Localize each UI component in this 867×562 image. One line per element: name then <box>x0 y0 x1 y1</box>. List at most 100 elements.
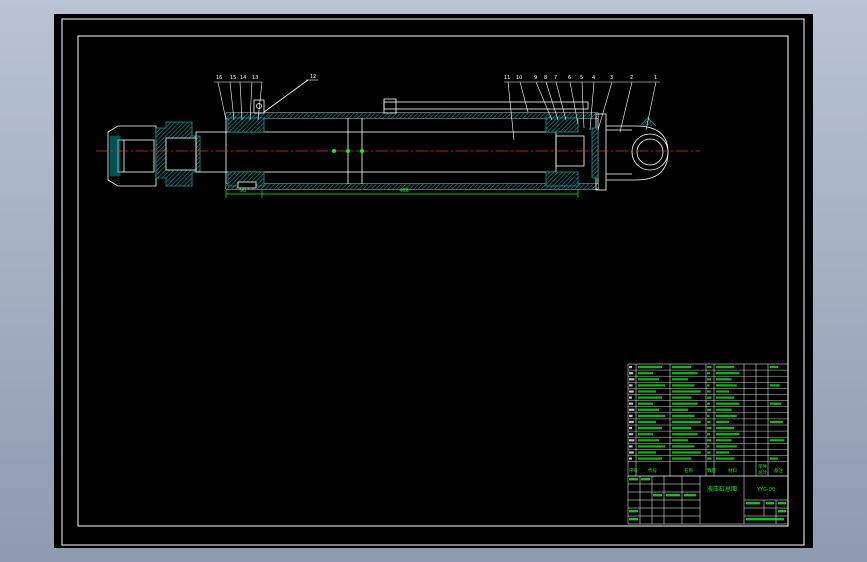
parts-cell-mark <box>638 366 662 369</box>
parts-cell-mark <box>638 384 665 387</box>
parts-cell-mark <box>629 427 632 430</box>
svg-text:备注: 备注 <box>774 467 783 474</box>
parts-cell-mark <box>638 451 656 454</box>
parts-cell-mark <box>638 457 662 460</box>
title-cell-mark <box>778 510 786 513</box>
parts-cell-mark <box>672 384 695 387</box>
parts-cell-mark <box>707 414 710 417</box>
parts-cell-mark <box>672 402 698 405</box>
parts-cell-mark <box>716 420 729 424</box>
parts-cell-mark <box>629 384 633 387</box>
parts-cell-mark <box>672 445 695 448</box>
parts-cell-mark <box>707 390 711 393</box>
svg-text:序号: 序号 <box>629 467 638 474</box>
parts-list-rows <box>628 369 788 462</box>
parts-cell-mark <box>707 372 710 375</box>
parts-cell-mark <box>707 427 712 430</box>
parts-cell-mark <box>638 372 653 375</box>
parts-cell-mark <box>716 457 735 460</box>
center-marks <box>332 149 364 153</box>
svg-text:11: 11 <box>504 75 510 81</box>
svg-text:14: 14 <box>240 75 246 81</box>
parts-cell-mark <box>638 439 659 442</box>
parts-list-header: 序号 代号 名称 数量 材料 单件 总计 备注 <box>629 463 783 476</box>
title-cell-mark <box>629 518 638 521</box>
parts-cell-mark <box>638 402 653 405</box>
rod-end-bore <box>117 139 155 173</box>
rear-eye <box>631 133 669 171</box>
svg-text:7: 7 <box>554 75 557 81</box>
parts-cell-mark <box>629 457 632 460</box>
parts-cell-mark <box>707 445 710 448</box>
parts-cell-mark <box>629 396 632 399</box>
title-block-cells <box>629 478 786 521</box>
parts-cell-mark <box>638 378 659 381</box>
parts-cell-mark <box>629 378 635 381</box>
balloon-numbers-left: 16 15 14 13 12 <box>216 74 316 81</box>
parts-cell-mark <box>672 378 688 381</box>
parts-cell-mark <box>638 445 665 448</box>
svg-text:2: 2 <box>630 75 633 81</box>
parts-cell-mark <box>707 408 711 411</box>
drawing-title: 液压缸总图 <box>707 485 737 493</box>
drawing-number: YYG-00 <box>756 487 775 493</box>
parts-cell-mark <box>716 427 735 430</box>
parts-list-cells <box>629 366 785 460</box>
parts-cell-mark <box>629 402 634 405</box>
parts-cell-mark <box>707 457 712 460</box>
parts-cell-mark <box>672 427 692 430</box>
svg-text:单件: 单件 <box>758 463 767 470</box>
parts-cell-mark <box>629 414 633 417</box>
balloon-leaders-right <box>504 81 660 141</box>
parts-cell-mark <box>638 427 662 430</box>
svg-text:12: 12 <box>310 74 316 80</box>
parts-cell-mark <box>629 372 634 375</box>
inner-frame <box>77 35 789 527</box>
parts-cell-mark <box>716 378 732 381</box>
parts-cell-mark <box>672 408 688 411</box>
title-cell-mark <box>684 494 696 497</box>
parts-cell-mark <box>707 366 712 369</box>
parts-cell-mark <box>770 457 778 460</box>
svg-text:数量: 数量 <box>707 467 716 474</box>
parts-cell-mark <box>707 402 710 405</box>
parts-cell-mark <box>629 445 633 448</box>
outer-border <box>61 18 805 546</box>
title-cell-mark <box>666 494 680 497</box>
dimension-line <box>225 189 579 198</box>
parts-cell-mark <box>707 451 711 454</box>
svg-text:13: 13 <box>252 75 258 81</box>
parts-cell-mark <box>716 390 729 393</box>
balloon-leaders-left <box>214 79 318 121</box>
hydraulic-cylinder-assembly <box>107 79 669 191</box>
parts-cell-mark <box>770 439 785 442</box>
svg-text:代号: 代号 <box>648 467 657 474</box>
parts-cell-mark <box>716 372 740 375</box>
dimension-label-1: 90 <box>240 188 246 194</box>
parts-cell-mark <box>672 396 692 399</box>
parts-cell-mark <box>638 414 665 417</box>
parts-cell-mark <box>672 420 701 424</box>
parts-cell-mark <box>707 396 712 399</box>
title-cell-mark <box>746 502 760 505</box>
title-cell-mark <box>629 510 638 513</box>
svg-text:1: 1 <box>654 75 657 81</box>
parts-cell-mark <box>707 378 711 381</box>
svg-text:名称: 名称 <box>684 467 693 474</box>
parts-cell-mark <box>707 433 710 436</box>
balloon-numbers-right: 11 10 9 8 7 6 5 4 3 2 1 <box>504 75 657 81</box>
parts-cell-mark <box>672 433 698 436</box>
parts-cell-mark <box>707 439 711 442</box>
parts-cell-mark <box>770 366 778 369</box>
parts-cell-mark <box>638 420 656 424</box>
parts-cell-mark <box>770 420 783 424</box>
svg-text:5: 5 <box>580 75 583 81</box>
title-cell-mark <box>746 518 784 521</box>
title-cell-mark <box>766 502 774 505</box>
svg-text:3: 3 <box>610 75 613 81</box>
parts-cell-mark <box>629 451 634 454</box>
parts-cell-mark <box>629 390 634 393</box>
title-block <box>627 475 789 525</box>
parts-cell-mark <box>716 433 740 436</box>
